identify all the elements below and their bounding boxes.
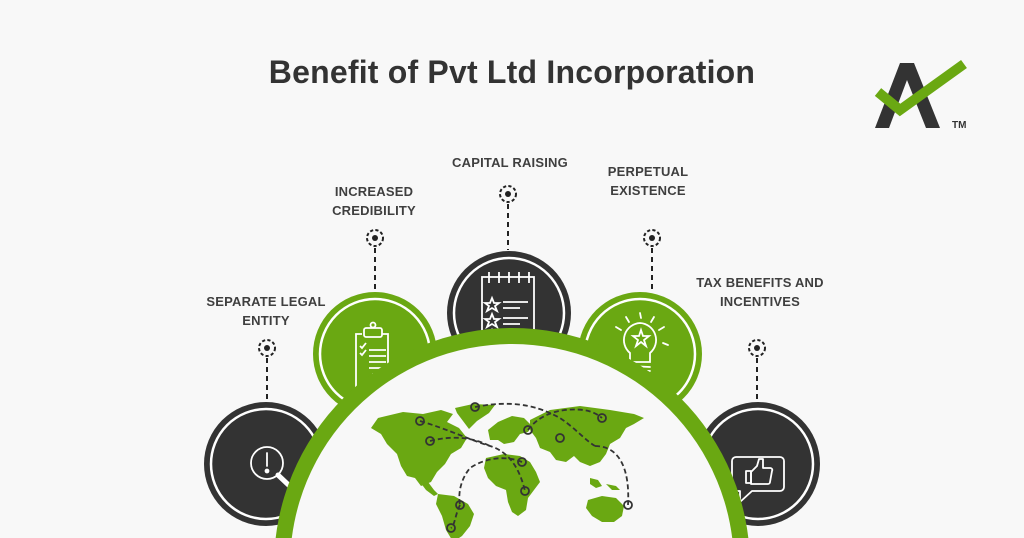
connector-tax-benefits xyxy=(748,339,766,402)
logo-check-icon xyxy=(874,59,967,117)
trademark-symbol: TM xyxy=(952,120,966,131)
page-title: Benefit of Pvt Ltd Incorporation xyxy=(268,54,756,90)
benefit-label-tax-benefits: TAX BENEFITS AND INCENTIVES xyxy=(696,275,824,309)
benefit-label-increased-credibility: INCREASED CREDIBILITY xyxy=(332,184,416,218)
logo-letter-a-icon xyxy=(875,63,940,128)
thumbs-up-chat-icon xyxy=(731,456,785,503)
connector-increased-credibility xyxy=(366,229,384,292)
benefit-label-capital-raising: CAPITAL RAISING xyxy=(452,155,568,170)
benefit-label-separate-legal-entity: SEPARATE LEGAL ENTITY xyxy=(206,294,326,328)
connector-separate-legal-entity xyxy=(258,339,276,402)
connector-perpetual-existence xyxy=(643,229,661,292)
benefit-label-perpetual-existence: PERPETUAL EXISTENCE xyxy=(607,164,689,198)
map-location-nodes xyxy=(415,402,633,533)
map-connection-routes xyxy=(419,402,630,529)
connector-capital-raising xyxy=(499,185,517,250)
brand-logo: TM xyxy=(874,59,967,131)
